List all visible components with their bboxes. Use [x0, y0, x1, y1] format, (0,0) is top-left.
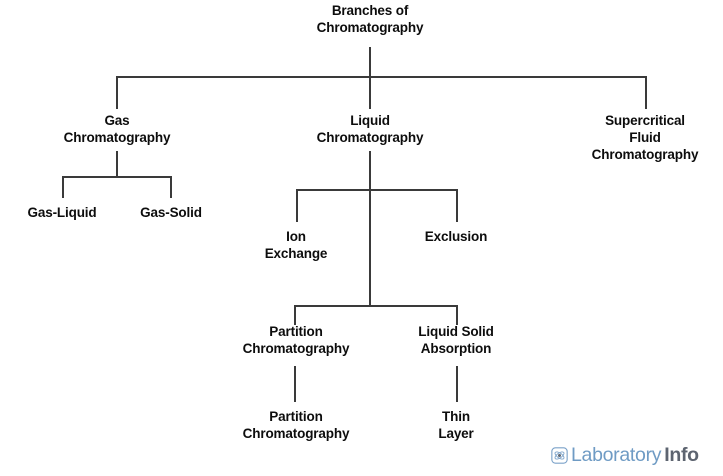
connector-drop-liquid-solid-absorption [456, 305, 458, 325]
node-ion-exchange: Ion Exchange [264, 229, 328, 261]
node-liquid-solid-absorption: Liquid Solid Absorption [418, 324, 494, 356]
connector-drop-gas [116, 76, 118, 109]
connector-drop-partition [294, 305, 296, 325]
connector-gas-bus [62, 176, 172, 178]
connector-liquid-bus [296, 189, 457, 191]
connector-liquid-center-stem [369, 189, 371, 307]
node-exclusion: Exclusion [424, 229, 488, 244]
node-partition-chromatography-leaf: Partition Chromatography [242, 409, 350, 441]
node-liquid-chromatography: Liquid Chromatography [316, 113, 424, 145]
flask-atom-logo-icon [551, 447, 568, 464]
connector-gas-stem [116, 151, 118, 177]
node-root: Branches of Chromatography [316, 3, 424, 35]
connector-partition-leaf-stem [294, 366, 296, 402]
node-gas-chromatography: Gas Chromatography [63, 113, 171, 145]
connector-liquid-stem [369, 151, 371, 191]
connector-drop-exclusion [456, 189, 458, 222]
connector-level1-bus [116, 76, 646, 78]
connector-root-stem [369, 47, 371, 77]
logo-text-info: Info [664, 444, 699, 466]
connector-drop-ion-exchange [296, 189, 298, 222]
connector-drop-gas-solid [170, 176, 172, 198]
node-supercritical-fluid-chromatography: Supercritical Fluid Chromatography [591, 113, 699, 162]
connector-level3-bus [294, 305, 457, 307]
node-gas-liquid: Gas-Liquid [27, 205, 97, 220]
node-partition-chromatography: Partition Chromatography [242, 324, 350, 356]
logo-text-laboratory: Laboratory [571, 444, 662, 466]
connector-drop-liquid [369, 76, 371, 109]
node-thin-layer: Thin Layer [438, 409, 474, 441]
node-gas-solid: Gas-Solid [140, 205, 202, 220]
connector-drop-gas-liquid [62, 176, 64, 198]
connector-thin-layer-stem [456, 366, 458, 402]
connector-drop-supercritical [645, 76, 647, 109]
